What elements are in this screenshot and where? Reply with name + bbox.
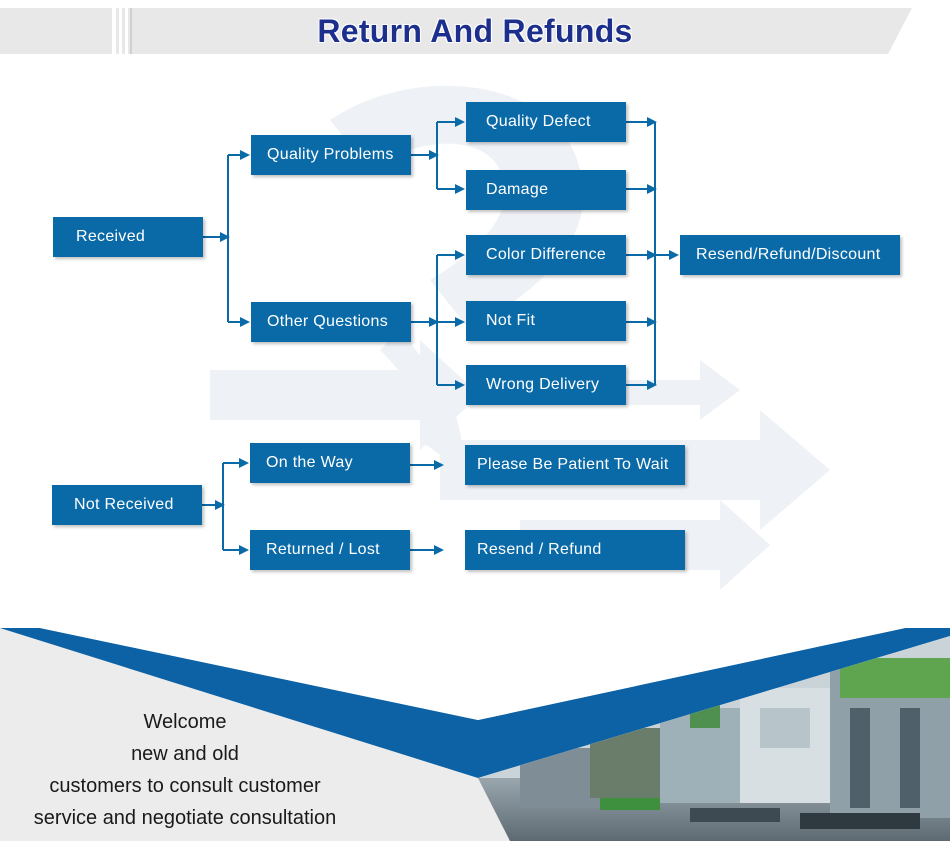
box-resend-refund-discount: Resend/Refund/Discount bbox=[680, 235, 900, 275]
box-resend-refund: Resend / Refund bbox=[465, 530, 685, 570]
box-not-received: Not Received bbox=[52, 485, 202, 525]
box-quality-defect: Quality Defect bbox=[466, 102, 626, 142]
welcome-line: new and old bbox=[131, 743, 239, 765]
header-band bbox=[0, 8, 912, 54]
box-color-difference: Color Difference bbox=[466, 235, 626, 275]
box-please-wait: Please Be Patient To Wait bbox=[465, 445, 685, 485]
box-wrong-delivery: Wrong Delivery bbox=[466, 365, 626, 405]
box-not-fit: Not Fit bbox=[466, 301, 626, 341]
flow-connectors bbox=[202, 117, 679, 555]
welcome-line: service and negotiate consultation bbox=[33, 807, 337, 829]
welcome-line: Welcome bbox=[143, 711, 227, 733]
box-on-the-way: On the Way bbox=[250, 443, 410, 483]
box-returned-lost: Returned / Lost bbox=[250, 530, 410, 570]
page-title: Return And Refunds bbox=[317, 13, 633, 49]
box-received: Received bbox=[53, 217, 203, 257]
footer-banner bbox=[0, 628, 950, 841]
box-quality-problems: Quality Problems bbox=[251, 135, 411, 175]
welcome-message: Welcome new and old customers to consult… bbox=[0, 706, 370, 834]
box-other-questions: Other Questions bbox=[251, 302, 411, 342]
box-damage: Damage bbox=[466, 170, 626, 210]
welcome-line: customers to consult customer bbox=[49, 775, 321, 797]
